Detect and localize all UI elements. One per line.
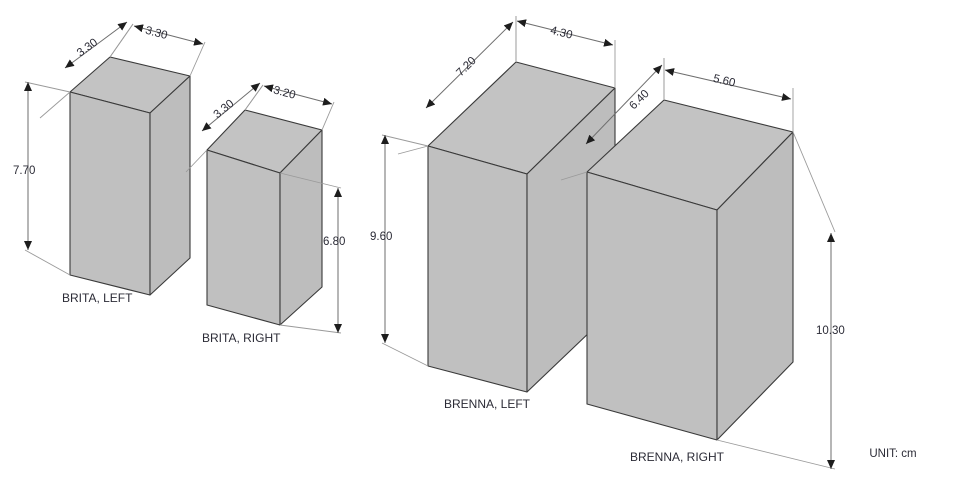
dim-brita-left-height: 7.70 <box>13 81 71 276</box>
dim-brenna-left-height: 9.60 <box>370 134 429 367</box>
dim-brita-left-width: 3.30 <box>109 23 206 77</box>
box-brita-right <box>206 109 323 326</box>
box-brenna-left-front-face <box>427 145 528 393</box>
label-brita-right: BRITA, RIGHT <box>202 331 281 345</box>
label-brita-left: BRITA, LEFT <box>62 291 133 305</box>
box-brenna-right <box>586 99 794 441</box>
dim-label-brita-left-height: 7.70 <box>13 165 35 177</box>
dim-label-brita-right-height: 6.80 <box>323 236 345 248</box>
dim-label-brita-right-depth: 3.30 <box>212 98 237 121</box>
dim-label-brita-left-width: 3.30 <box>144 25 169 42</box>
label-brenna-left: BRENNA, LEFT <box>444 397 531 411</box>
dim-label-brita-right-width: 3.20 <box>272 84 297 101</box>
dim-label-brenna-right-depth: 6.40 <box>627 88 651 112</box>
dim-label-brenna-right-width: 5.60 <box>712 73 737 90</box>
box-brita-right-front-face <box>206 149 281 326</box>
dim-brenna-right-height: 10.30 <box>716 131 845 470</box>
box-brita-right-side-face <box>279 129 323 326</box>
dim-label-brenna-left-depth: 7.20 <box>454 55 478 79</box>
label-brenna-right: BRENNA, RIGHT <box>630 450 725 464</box>
box-brenna-right-front-face <box>586 171 718 441</box>
box-brenna-left <box>427 61 616 393</box>
dim-brita-right-width: 3.20 <box>244 84 335 131</box>
box-brenna-right-side-face <box>716 131 794 441</box>
box-brita-left-side-face <box>149 75 191 296</box>
box-brita-left-front-face <box>69 91 151 296</box>
dim-label-brenna-left-width: 4.30 <box>549 25 574 42</box>
dim-brita-right-height: 6.80 <box>279 172 345 334</box>
unit-note: UNIT: cm <box>869 448 916 460</box>
dim-label-brenna-left-height: 9.60 <box>370 231 392 243</box>
dim-label-brita-left-depth: 3.30 <box>75 37 100 60</box>
box-brita-left <box>69 56 191 296</box>
dim-label-brenna-right-height: 10.30 <box>816 325 845 337</box>
dim-brenna-right-width: 5.60 <box>663 58 794 132</box>
